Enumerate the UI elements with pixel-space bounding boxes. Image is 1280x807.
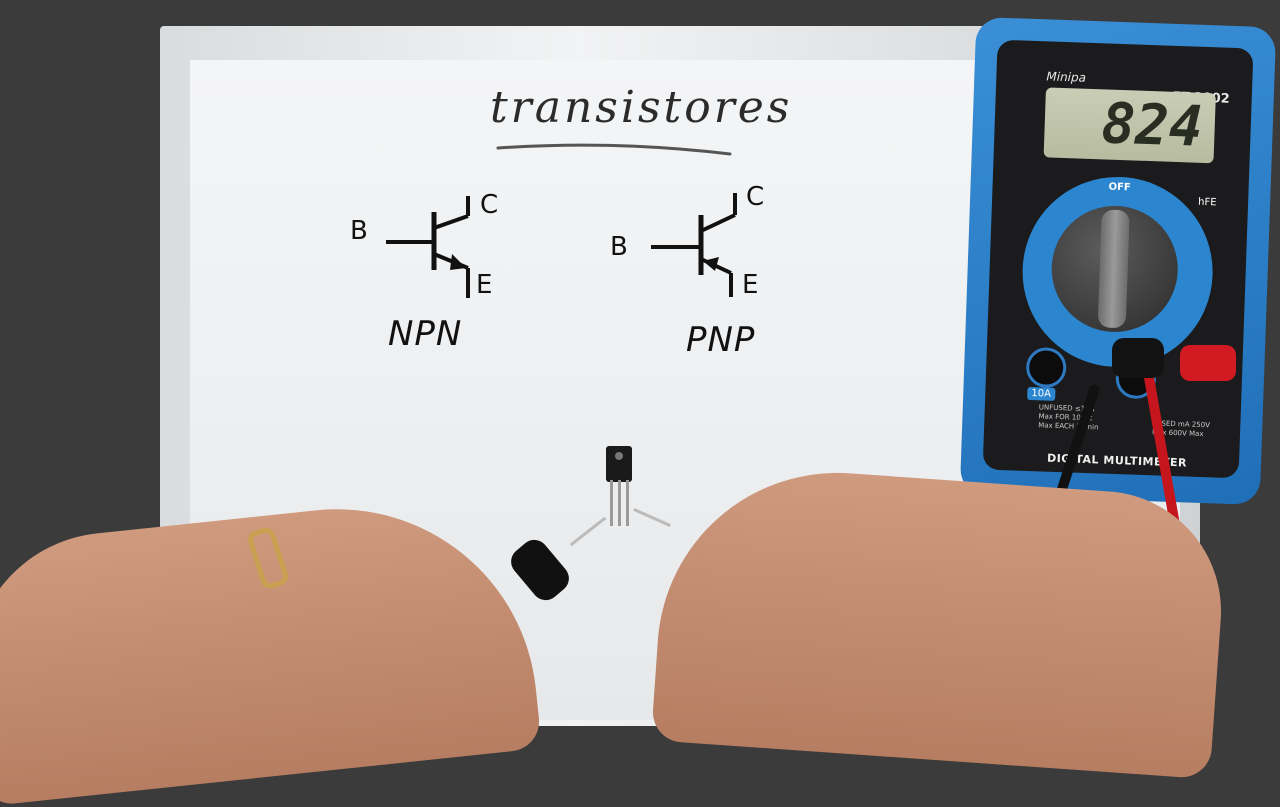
npn-transistor-symbol bbox=[386, 196, 470, 298]
transistor-leg bbox=[610, 480, 613, 526]
npn-type-label: NPN bbox=[388, 314, 463, 354]
npn-base-label: B bbox=[350, 216, 370, 246]
photo-scene: transistores B C E NPN B C E PNP Minipa … bbox=[0, 16, 1277, 807]
multimeter: Minipa ET-1002 824 OFF hFE 10A UNFUSED ≤… bbox=[959, 16, 1277, 506]
jack-10a[interactable] bbox=[1025, 346, 1067, 389]
red-probe-plug bbox=[1180, 345, 1236, 381]
dial-off-label: OFF bbox=[1108, 181, 1131, 194]
black-probe-plug bbox=[1112, 338, 1164, 378]
pnp-collector-label: C bbox=[746, 182, 767, 212]
multimeter-face: Minipa ET-1002 824 OFF hFE 10A UNFUSED ≤… bbox=[982, 39, 1254, 479]
right-hand bbox=[650, 460, 1230, 780]
dial-hfe-label: hFE bbox=[1197, 196, 1217, 209]
npn-collector-label: C bbox=[480, 190, 501, 220]
unfused-warning-text: UNFUSED ≤10A Max FOR 10sec Max EACH 15mi… bbox=[1038, 403, 1099, 432]
multimeter-brand: Minipa bbox=[1046, 69, 1087, 85]
pnp-emitter-label: E bbox=[742, 270, 761, 300]
npn-emitter-label: E bbox=[476, 270, 495, 300]
transistor-leg bbox=[626, 480, 629, 526]
multimeter-display: 824 bbox=[1043, 87, 1216, 164]
title-underline bbox=[496, 143, 732, 156]
selector-knob[interactable] bbox=[1097, 209, 1130, 329]
pnp-type-label: PNP bbox=[686, 320, 756, 360]
whiteboard-title: transistores bbox=[490, 82, 793, 133]
transistor-mounting-hole bbox=[615, 452, 623, 460]
pnp-base-label: B bbox=[610, 232, 630, 262]
transistor-leg bbox=[618, 480, 621, 526]
pnp-transistor-symbol bbox=[651, 193, 737, 297]
jack-10a-label: 10A bbox=[1027, 386, 1056, 401]
